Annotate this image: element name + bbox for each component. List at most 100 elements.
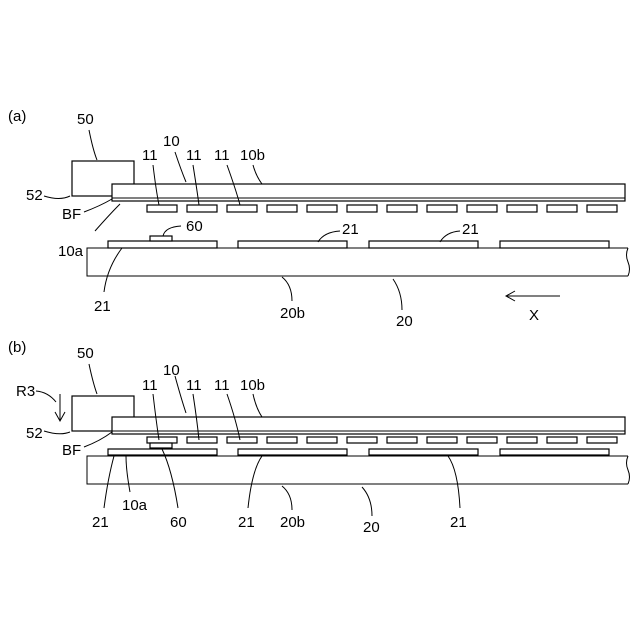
label-20: 20 — [396, 313, 413, 330]
label-10b: 10b — [240, 377, 265, 394]
label-bf: BF — [62, 206, 81, 223]
label-r3: R3 — [16, 383, 35, 400]
leader-20b — [282, 277, 292, 301]
pad-11 — [187, 205, 217, 212]
panel-a-tag: (a) — [8, 108, 26, 125]
label-20b: 20b — [280, 514, 305, 531]
label-10a: 10a — [58, 243, 84, 260]
leader-10b — [253, 394, 262, 417]
pad-11 — [427, 437, 457, 443]
label-11: 11 — [186, 377, 202, 394]
element-60 — [150, 236, 172, 241]
leader-10a — [126, 456, 130, 492]
pad-11 — [427, 205, 457, 212]
leader-20b — [282, 486, 292, 510]
leader-20 — [362, 487, 372, 516]
pad-21 — [500, 449, 609, 455]
leader-52 — [44, 196, 70, 199]
leader-21 — [318, 231, 340, 242]
label-bf: BF — [62, 442, 81, 459]
label-60: 60 — [186, 218, 203, 235]
pad-11 — [507, 205, 537, 212]
pad-11 — [347, 205, 377, 212]
plate-20-break — [627, 248, 630, 276]
plate-20 — [87, 248, 628, 276]
label-10: 10 — [163, 133, 180, 150]
leader-bf — [84, 199, 112, 212]
pad-11 — [307, 205, 337, 212]
panel-b-tag: (b) — [8, 339, 26, 356]
leader-50 — [89, 364, 97, 394]
label-10b: 10b — [240, 147, 265, 164]
label-10a: 10a — [122, 497, 148, 514]
label-21: 21 — [92, 514, 109, 531]
panel-a: (a) — [8, 108, 630, 330]
label-11: 11 — [214, 377, 230, 394]
pad-21 — [500, 241, 609, 248]
pad-21 — [238, 449, 347, 455]
pad-21 — [369, 241, 478, 248]
leader-21 — [248, 456, 262, 508]
pad-11 — [467, 205, 497, 212]
label-11: 11 — [142, 147, 158, 164]
pad-11 — [187, 437, 217, 443]
leader-21 — [104, 248, 122, 292]
pad-11 — [227, 205, 257, 212]
label-21: 21 — [450, 514, 467, 531]
leader-52 — [44, 431, 70, 434]
label-20b: 20b — [280, 305, 305, 322]
element-60 — [150, 443, 172, 448]
pad-11 — [387, 437, 417, 443]
plate-20 — [87, 456, 628, 484]
label-11: 11 — [214, 147, 230, 164]
leader-60 — [163, 226, 181, 236]
pad-11 — [547, 437, 577, 443]
label-20: 20 — [363, 519, 380, 536]
pad-21 — [238, 241, 347, 248]
plate-20-break — [627, 456, 630, 484]
pad-11 — [267, 437, 297, 443]
leader-10 — [175, 376, 186, 413]
leader-20 — [393, 279, 402, 310]
leader-50 — [89, 130, 97, 160]
pad-11 — [227, 437, 257, 443]
label-21: 21 — [94, 298, 111, 315]
leader-10b — [253, 165, 262, 184]
pad-11 — [387, 205, 417, 212]
pad-11 — [507, 437, 537, 443]
label-50: 50 — [77, 111, 94, 128]
label-11: 11 — [142, 377, 158, 394]
pad-21 — [369, 449, 478, 455]
leader-10 — [175, 152, 186, 182]
pad-11 — [467, 437, 497, 443]
pad-11 — [347, 437, 377, 443]
label-21: 21 — [342, 221, 359, 238]
leader-r3 — [36, 391, 56, 402]
label-50: 50 — [77, 345, 94, 362]
pad-11 — [267, 205, 297, 212]
pad-11 — [147, 437, 177, 443]
label-x: X — [529, 307, 539, 324]
label-52: 52 — [26, 187, 43, 204]
pad-11 — [547, 205, 577, 212]
pad-11 — [587, 205, 617, 212]
leader-21 — [104, 456, 114, 508]
label-11: 11 — [186, 147, 202, 164]
leader-21 — [448, 456, 460, 508]
leader-21 — [440, 231, 460, 242]
top-pads-11 — [147, 437, 617, 443]
label-10: 10 — [163, 362, 180, 379]
label-60: 60 — [170, 514, 187, 531]
pad-11 — [147, 205, 177, 212]
leader-bf — [84, 432, 112, 447]
label-52: 52 — [26, 425, 43, 442]
leader-10a — [95, 204, 120, 231]
pad-11 — [587, 437, 617, 443]
label-21: 21 — [462, 221, 479, 238]
pad-21 — [108, 241, 217, 248]
top-pads-11 — [147, 205, 617, 212]
label-21: 21 — [238, 514, 255, 531]
panel-b: (b) 50 — [8, 339, 630, 536]
